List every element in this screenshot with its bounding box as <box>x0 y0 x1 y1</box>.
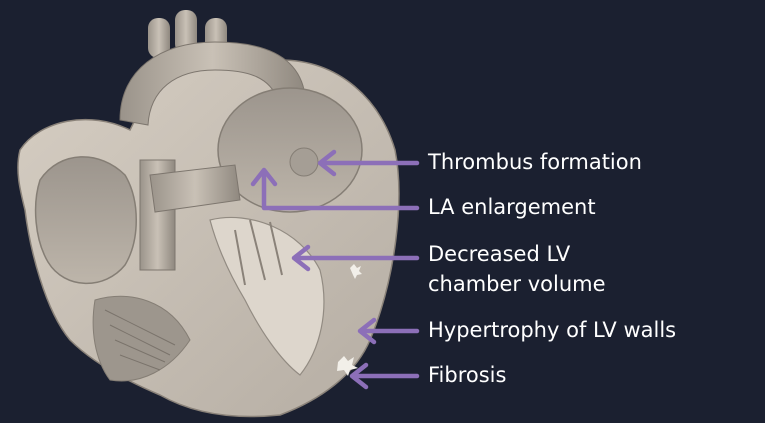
thrombus-blob <box>290 148 318 176</box>
label-decreased-lv-line2: chamber volume <box>428 270 606 298</box>
label-la-enlargement: LA enlargement <box>428 193 596 221</box>
label-thrombus-formation: Thrombus formation <box>428 148 642 176</box>
left-atrium <box>218 88 362 212</box>
label-fibrosis: Fibrosis <box>428 361 506 389</box>
label-hypertrophy: Hypertrophy of LV walls <box>428 316 676 344</box>
right-atrium <box>36 157 137 284</box>
label-decreased-lv-line1: Decreased LV <box>428 240 570 268</box>
